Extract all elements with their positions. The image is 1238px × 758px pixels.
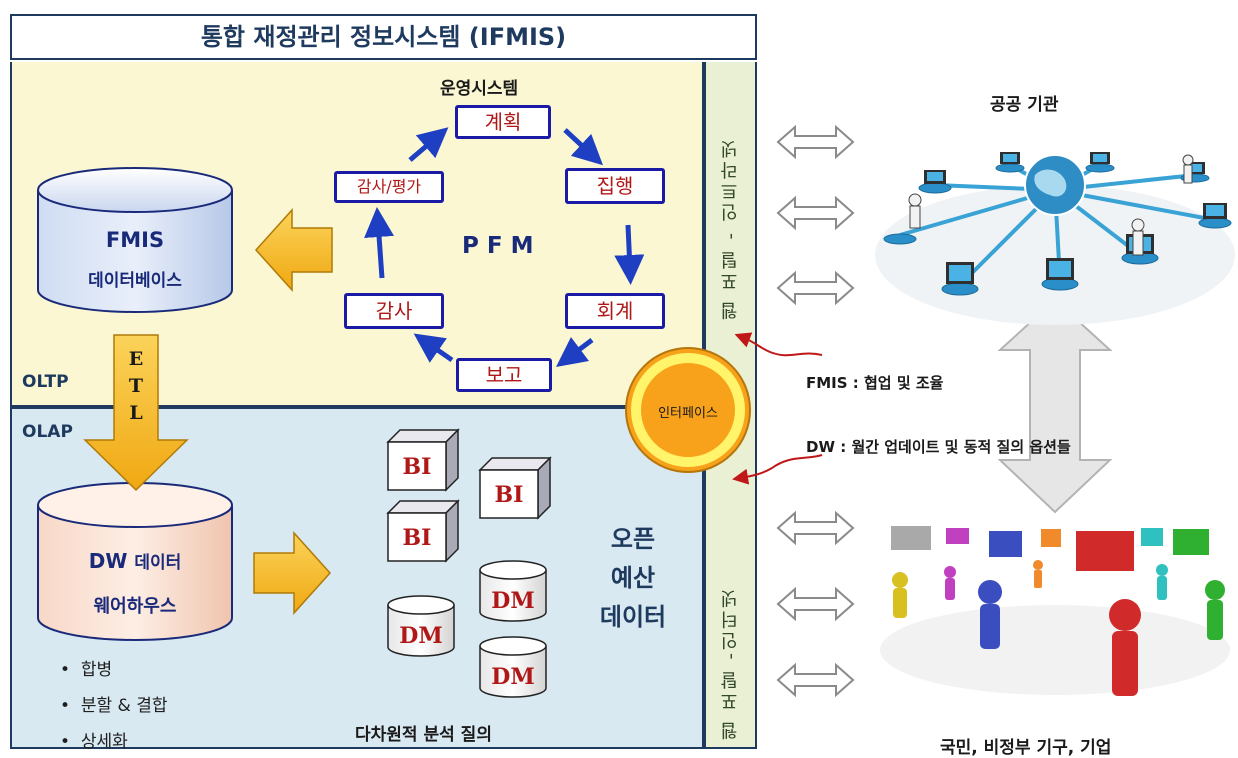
cycle-box-execute: 집행 — [565, 168, 665, 204]
arrow-to-fmis — [254, 208, 333, 292]
ops-system-label: 운영시스템 — [440, 79, 519, 99]
open-budget-data-label: 오픈 예산 데이터 — [588, 520, 678, 637]
citizens-illustration — [880, 524, 1230, 696]
dm-cylinder: DM — [479, 560, 547, 622]
etl-label: E T L — [126, 346, 146, 427]
dm-cylinder: DM — [479, 636, 547, 698]
fmis-link-arrow — [734, 332, 823, 357]
public-agencies-label: 공공 기관 — [990, 95, 1059, 115]
dw-title-rest: 데이터 — [134, 553, 182, 573]
dw-update-note: DW : 월간 업데이트 및 동적 질의 옵션들 — [806, 438, 1071, 456]
etl-letter-e: E — [128, 348, 144, 370]
dw-bullet-text: 분할 & 결합 — [80, 696, 168, 716]
fmis-db-title: FMIS — [105, 228, 165, 252]
open-budget-line: 예산 — [610, 564, 656, 592]
portal-double-arrows — [776, 124, 855, 698]
interface-ring — [625, 347, 751, 473]
vertical-double-arrow — [997, 298, 1113, 514]
open-budget-line: 오픈 — [610, 525, 656, 553]
bi-dm-graphics: BI BI BI DM DM DM — [386, 428, 552, 698]
bi-label: BI — [495, 482, 524, 508]
cycle-box-audit-eval: 감사/평가 — [334, 171, 444, 203]
list-item: • 합병 — [60, 660, 113, 680]
etl-letter-t: T — [128, 375, 144, 397]
interface-label: 인터페이스 — [658, 406, 718, 421]
fmis-collaboration-note: FMIS : 협업 및 조율 — [806, 374, 944, 392]
cycle-box-plan: 계획 — [455, 105, 551, 139]
diagram-title: 통합 재정관리 정보시스템 (IFMIS) — [10, 14, 757, 60]
dw-title-bold: DW — [88, 549, 128, 573]
fmis-db-subtitle: 데이터베이스 — [88, 271, 182, 291]
dw-link-arrow — [732, 454, 823, 485]
bi-cube: BI — [478, 456, 552, 520]
oltp-label: OLTP — [22, 372, 69, 392]
list-item: • 상세화 — [60, 732, 128, 752]
public-agency-network-illustration — [875, 152, 1235, 325]
dw-bullet-list: • 합병 • 분할 & 결합 • 상세화 — [60, 655, 167, 752]
bi-cube: BI — [386, 499, 460, 563]
dw-subtitle: 웨어하우스 — [93, 596, 177, 617]
multidim-query-label: 다차원적 분석 질의 — [355, 725, 492, 745]
dw-bullet-text: 합병 — [80, 660, 113, 680]
open-budget-line: 데이터 — [599, 603, 667, 631]
pfm-cycle-arrows — [364, 127, 645, 367]
bi-label: BI — [403, 525, 432, 551]
cycle-box-account: 회계 — [565, 293, 665, 329]
dw-bullet-text: 상세화 — [80, 732, 128, 752]
cycle-box-report: 보고 — [456, 358, 552, 392]
cycle-box-audit: 감사 — [344, 293, 444, 329]
fmis-database-cylinder — [37, 167, 233, 313]
etl-arrow — [83, 334, 189, 492]
etl-letter-l: L — [129, 402, 143, 424]
dm-cylinder: DM — [387, 595, 455, 657]
dm-label: DM — [491, 588, 534, 614]
olap-label: OLAP — [22, 422, 73, 442]
bi-cube: BI — [386, 428, 460, 492]
list-item: • 분할 & 결합 — [60, 696, 168, 716]
dm-label: DM — [491, 664, 534, 690]
dm-label: DM — [399, 623, 442, 649]
pfm-label: P F M — [462, 233, 534, 259]
arrow-to-bi-dm — [253, 531, 332, 615]
bi-label: BI — [403, 454, 432, 480]
dw-title: DW 데이터 — [38, 548, 232, 573]
citizens-label: 국민, 비정부 기구, 기업 — [940, 738, 1112, 758]
